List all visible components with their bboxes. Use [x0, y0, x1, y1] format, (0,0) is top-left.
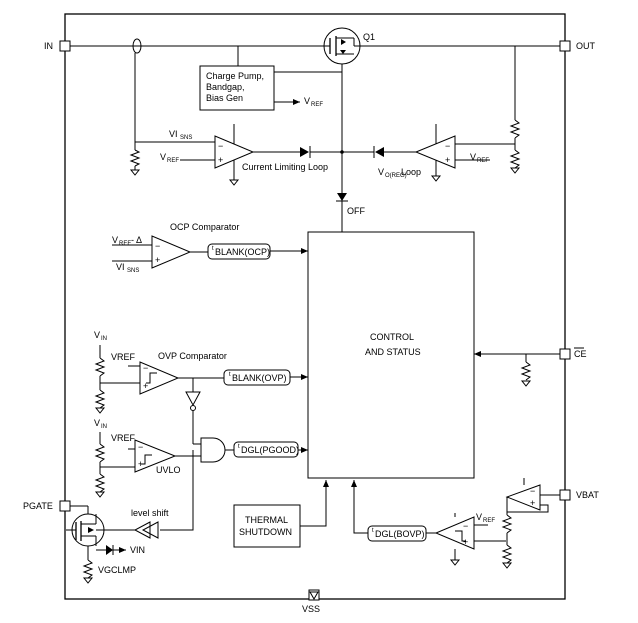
off-diode-icon: OFF [336, 193, 365, 216]
svg-text:V: V [94, 330, 100, 340]
q1-label: Q1 [363, 32, 375, 42]
thermal-line1: THERMAL [245, 515, 288, 525]
vin-clamp-label: VIN [130, 545, 145, 555]
vbat-buffer: − + [501, 478, 560, 569]
uvlo-comparator: V IN VREF − + UVLO [94, 418, 201, 498]
pin-ce-label: CE [574, 349, 587, 359]
svg-text:Loop: Loop [401, 167, 421, 177]
control-line1: CONTROL [370, 332, 414, 342]
svg-text:IN: IN [101, 424, 107, 430]
pin-vbat-label: VBAT [576, 490, 599, 500]
svg-text:+: + [143, 381, 148, 391]
pin-pgate: PGATE [23, 500, 71, 512]
ce-input [474, 351, 560, 387]
and-gate-icon: t DGL(PGOOD) [200, 437, 308, 463]
svg-text:V: V [378, 167, 384, 177]
pin-ce: CE [559, 347, 587, 360]
svg-text:t: t [238, 444, 240, 450]
ovp-comparator-label: OVP Comparator [158, 351, 227, 361]
current-sense-icon [132, 38, 142, 54]
svg-text:REF: REF [167, 158, 179, 164]
svg-text:−: − [155, 241, 160, 251]
svg-text:−: − [143, 363, 148, 373]
svg-text:SNS: SNS [127, 268, 139, 274]
current-limiting-loop-label: Current Limiting Loop [242, 162, 328, 172]
svg-text:+: + [155, 255, 160, 265]
diode-left-icon [300, 146, 342, 158]
pin-pgate-label: PGATE [23, 501, 53, 511]
pin-out: OUT [559, 40, 596, 52]
control-line2: AND STATUS [365, 347, 421, 357]
vref-uvlo: VREF [111, 433, 136, 443]
pin-vss-label: VSS [302, 604, 320, 614]
pin-in: IN [44, 40, 71, 52]
bovp-path: t DGL(BOVP) − + V REF [351, 480, 506, 566]
vref-ovp: VREF [111, 352, 136, 362]
vgclmp-label: VGCLMP [98, 565, 136, 575]
uvlo-label: UVLO [156, 465, 181, 475]
svg-text:V: V [476, 512, 482, 522]
off-label: OFF [347, 206, 365, 216]
svg-text:−: − [463, 521, 468, 531]
svg-text:V: V [160, 152, 166, 162]
svg-text:V: V [470, 152, 476, 162]
charge-pump-line3: Bias Gen [206, 93, 243, 103]
svg-text:t: t [229, 372, 231, 378]
thermal-shutdown-block: THERMAL SHUTDOWN [233, 480, 329, 548]
svg-text:O(REG): O(REG) [385, 173, 407, 179]
pin-out-label: OUT [576, 41, 596, 51]
out-divider [509, 46, 521, 174]
svg-text:+: + [445, 155, 450, 165]
svg-text:REF: REF [477, 158, 489, 164]
q1-mosfet-icon: Q1 [323, 27, 375, 72]
svg-text:REF: REF [483, 518, 495, 524]
svg-text:+: + [530, 498, 535, 508]
diode-right-icon [342, 146, 416, 158]
vref-sub-1: REF [311, 102, 323, 108]
sense-resistor [129, 149, 141, 176]
thermal-line2: SHUTDOWN [239, 527, 292, 537]
control-status-block: CONTROL AND STATUS [307, 231, 475, 479]
pin-in-label: IN [44, 41, 53, 51]
svg-text:t: t [372, 528, 374, 534]
svg-text:t: t [212, 246, 214, 252]
charge-pump-line1: Charge Pump, [206, 71, 264, 81]
level-shift-label: level shift [131, 508, 169, 518]
ocp-comparator: OCP Comparator − + V REF - Δ VI SNS t BL… [112, 222, 308, 274]
ovp-comparator: OVP Comparator V IN VREF − + t BLANK(OVP… [94, 330, 308, 414]
vo-reg-amp: − + V REF V O(REG) Loop [378, 124, 515, 182]
pin-vss: VSS [302, 589, 320, 614]
svg-text:−: − [530, 486, 535, 496]
svg-text:+: + [218, 155, 223, 165]
svg-text:V: V [94, 418, 100, 428]
svg-text:- Δ: - Δ [131, 235, 142, 245]
svg-text:VI: VI [116, 262, 125, 272]
svg-text:SNS: SNS [180, 135, 192, 141]
ocp-comparator-label: OCP Comparator [170, 222, 239, 232]
svg-text:VI: VI [169, 129, 178, 139]
dgl-bovp-label: DGL(BOVP) [375, 529, 425, 539]
charge-pump-line2: Bandgap, [206, 82, 245, 92]
blank-ovp-label: BLANK(OVP) [232, 373, 287, 383]
svg-text:−: − [218, 141, 223, 151]
current-limit-amp: − + VI SNS V REF Current Limiting Loop [135, 124, 328, 186]
svg-text:+: + [138, 459, 143, 469]
pin-vbat: VBAT [559, 489, 599, 501]
svg-text:−: − [138, 442, 143, 452]
inverter-icon [185, 378, 201, 445]
dgl-pgood-label: DGL(PGOOD) [241, 445, 299, 455]
svg-text:V: V [112, 235, 118, 245]
svg-text:IN: IN [101, 336, 107, 342]
svg-text:+: + [463, 537, 468, 547]
top-rail [70, 38, 560, 150]
charge-pump-block: Charge Pump, Bandgap, Bias Gen V REF [199, 46, 342, 111]
svg-text:V: V [304, 96, 310, 106]
svg-text:−: − [445, 141, 450, 151]
svg-text:REF: REF [119, 241, 131, 247]
level-shift: level shift [96, 450, 194, 539]
blank-ocp-label: BLANK(OCP) [215, 247, 270, 257]
